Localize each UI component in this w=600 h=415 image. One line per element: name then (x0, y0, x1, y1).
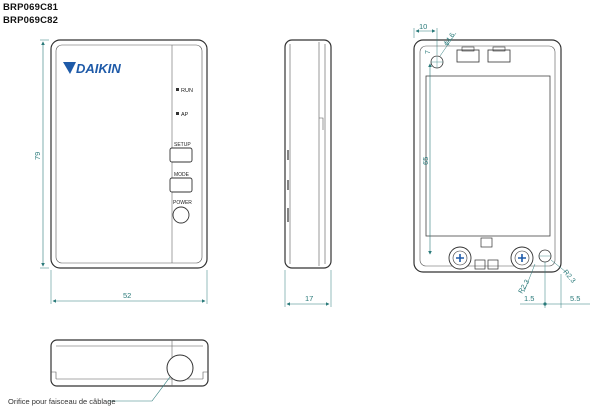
front-view: DAIKIN RUN AP SETUP MODE POWER 79 52 (33, 39, 208, 304)
mode-button-label: MODE (174, 172, 190, 178)
run-led-label: RUN (181, 88, 193, 94)
back-r-right-value: R2.3 (561, 269, 576, 285)
cable-hole (166, 354, 194, 382)
back-offset-x-value: 10 (419, 22, 427, 31)
front-height-value: 79 (33, 152, 42, 160)
side-depth-value: 17 (305, 294, 313, 303)
bottom-view: Orifice pour faisceau de câblage (8, 339, 209, 406)
run-led-icon (176, 88, 179, 91)
power-button (172, 206, 190, 224)
power-button-label: POWER (173, 200, 192, 206)
back-bottom-right-value: 5.5 (570, 294, 580, 303)
model-number-1: BRP069C81 (3, 2, 59, 13)
front-body (50, 39, 208, 269)
back-offset-y-value: 7 (425, 50, 432, 54)
back-view: 10 ϕ4.6 7 65 R2.3 R2.3 1.5 5.5 (413, 22, 590, 308)
back-body (413, 39, 562, 273)
ap-led-icon (176, 112, 179, 115)
back-r-left-value: R2.3 (518, 279, 532, 295)
cable-hole-callout: Orifice pour faisceau de câblage (8, 397, 116, 406)
back-label-area (425, 75, 551, 237)
brand-name: DAIKIN (76, 61, 121, 76)
ap-led-label: AP (181, 112, 189, 118)
back-bottom-left-value: 1.5 (524, 294, 534, 303)
setup-button-label: SETUP (174, 142, 191, 148)
callout-leader (108, 376, 171, 402)
back-pitch-value: 65 (421, 157, 430, 165)
side-view: 17 (284, 39, 332, 307)
front-bezel (55, 44, 203, 264)
model-number-2: BRP069C82 (3, 15, 59, 26)
front-width-value: 52 (123, 291, 131, 300)
daikin-logo: DAIKIN (63, 61, 121, 76)
daikin-logo-icon (63, 62, 76, 74)
side-body (284, 39, 332, 269)
setup-button (169, 147, 193, 163)
mode-button (169, 177, 193, 193)
